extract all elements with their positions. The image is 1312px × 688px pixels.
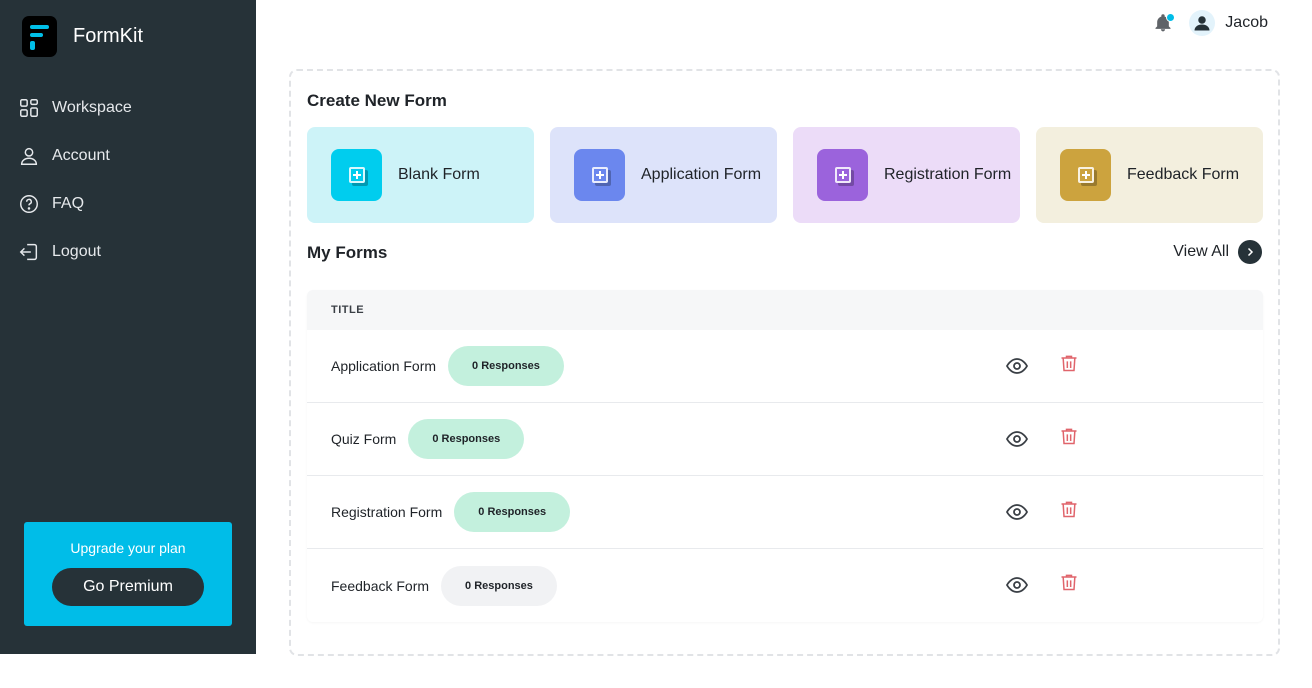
user-name[interactable]: Jacob bbox=[1225, 14, 1268, 31]
form-title: Registration Form bbox=[331, 504, 443, 520]
table-row[interactable]: Application Form 0 Responses bbox=[307, 330, 1263, 403]
form-title: Quiz Form bbox=[331, 431, 397, 447]
avatar[interactable] bbox=[1189, 10, 1216, 36]
add-form-icon bbox=[1060, 149, 1111, 201]
registration-form-card[interactable]: Registration Form bbox=[793, 127, 1020, 223]
card-label: Feedback Form bbox=[1127, 166, 1240, 183]
table-row[interactable]: Quiz Form 0 Responses bbox=[307, 403, 1263, 476]
help-icon bbox=[20, 195, 38, 213]
brand-name: FormKit bbox=[73, 25, 143, 47]
chevron-right-icon bbox=[1238, 240, 1262, 264]
create-form-cards: Blank Form Application Form Registration… bbox=[307, 127, 1263, 223]
add-form-icon bbox=[331, 149, 382, 201]
sidebar-nav: Workspace Account FAQ Logout bbox=[18, 84, 238, 276]
column-header-title: TITLE bbox=[307, 290, 1263, 330]
trash-icon[interactable] bbox=[1059, 571, 1079, 593]
eye-icon[interactable] bbox=[1005, 427, 1029, 451]
formkit-logo-icon bbox=[22, 16, 57, 57]
sidebar: FormKit Workspace Account FAQ Log bbox=[0, 0, 256, 654]
my-forms-title: My Forms bbox=[307, 243, 388, 262]
view-all-link[interactable]: View All bbox=[1173, 240, 1262, 264]
card-label: Registration Form bbox=[884, 166, 1012, 183]
sidebar-item-workspace[interactable]: Workspace bbox=[18, 84, 238, 132]
add-form-icon bbox=[574, 149, 625, 201]
eye-icon[interactable] bbox=[1005, 573, 1029, 597]
form-title: Application Form bbox=[331, 358, 437, 374]
sidebar-item-account[interactable]: Account bbox=[18, 132, 238, 180]
sidebar-item-label: FAQ bbox=[52, 195, 85, 212]
table-row[interactable]: Registration Form 0 Responses bbox=[307, 476, 1263, 549]
my-forms-table: TITLE Application Form 0 Responses Quiz … bbox=[307, 290, 1263, 622]
main-panel: Create New Form Blank Form Application F… bbox=[289, 69, 1280, 656]
form-title: Feedback Form bbox=[331, 577, 430, 594]
responses-badge: 0 Responses bbox=[441, 565, 557, 606]
sidebar-item-label: Logout bbox=[52, 243, 101, 260]
table-row[interactable]: Feedback Form 0 Responses bbox=[307, 549, 1263, 622]
trash-icon[interactable] bbox=[1059, 352, 1079, 374]
responses-badge: 0 Responses bbox=[408, 419, 525, 459]
create-form-title: Create New Form bbox=[307, 91, 447, 110]
sidebar-item-logout[interactable]: Logout bbox=[18, 228, 238, 276]
upgrade-card: Upgrade your plan Go Premium bbox=[24, 522, 232, 626]
add-form-icon bbox=[817, 149, 868, 201]
notification-button[interactable] bbox=[1153, 11, 1176, 35]
feedback-form-card[interactable]: Feedback Form bbox=[1036, 127, 1263, 223]
avatar-icon bbox=[1194, 16, 1210, 31]
go-premium-button[interactable]: Go Premium bbox=[52, 568, 204, 606]
notification-dot bbox=[1166, 13, 1176, 22]
grid-icon bbox=[20, 99, 38, 117]
sidebar-item-label: Account bbox=[52, 147, 110, 164]
eye-icon[interactable] bbox=[1005, 500, 1029, 524]
card-label: Blank Form bbox=[398, 166, 480, 183]
responses-badge: 0 Responses bbox=[448, 346, 564, 386]
sidebar-item-faq[interactable]: FAQ bbox=[18, 180, 238, 228]
eye-icon[interactable] bbox=[1005, 354, 1029, 378]
upgrade-text: Upgrade your plan bbox=[70, 540, 186, 556]
view-all-label: View All bbox=[1173, 243, 1229, 260]
application-form-card[interactable]: Application Form bbox=[550, 127, 777, 223]
sidebar-item-label: Workspace bbox=[52, 99, 132, 116]
logout-icon bbox=[19, 243, 38, 261]
card-label: Application Form bbox=[641, 166, 762, 183]
topbar: Jacob bbox=[1153, 10, 1268, 36]
user-icon bbox=[20, 147, 38, 165]
trash-icon[interactable] bbox=[1059, 498, 1079, 520]
responses-badge: 0 Responses bbox=[454, 492, 571, 532]
blank-form-card[interactable]: Blank Form bbox=[307, 127, 534, 223]
trash-icon[interactable] bbox=[1059, 425, 1079, 447]
brand[interactable]: FormKit bbox=[22, 16, 143, 57]
